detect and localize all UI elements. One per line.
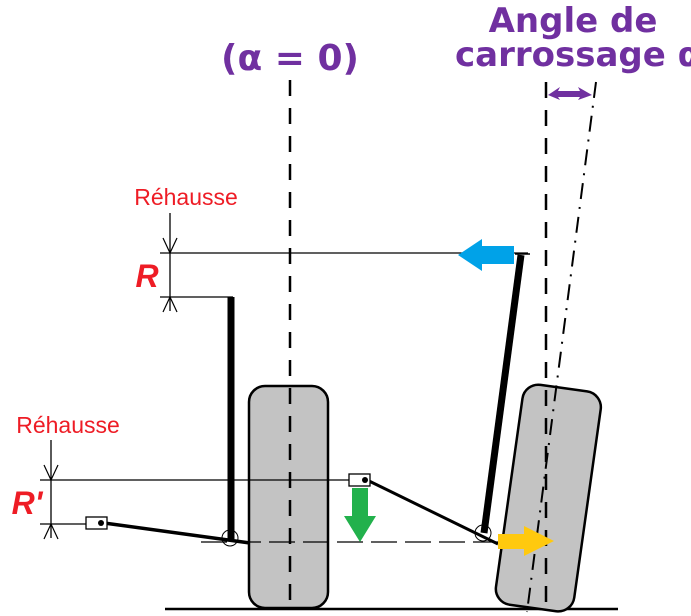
title-camber-line2: carrossage α <box>455 35 691 75</box>
r-prime-label: R' <box>12 485 44 521</box>
green-arrow-icon <box>344 488 376 542</box>
r-label: R <box>135 258 158 294</box>
right-ball-joint <box>474 524 492 542</box>
r-prime-bottom-arrow-icon <box>43 522 59 540</box>
title-camber-line1: Angle de <box>489 1 658 41</box>
r-top-arrow-icon <box>162 237 178 255</box>
left-lower-arm <box>103 521 251 545</box>
title-alpha-zero: (α = 0) <box>221 38 359 79</box>
yellow-arrow-icon <box>498 526 554 556</box>
right-lower-arm <box>366 478 499 546</box>
right-strut <box>480 254 525 534</box>
right-tire <box>494 383 603 613</box>
r-prime-top-arrow-icon <box>43 464 59 482</box>
r-bottom-arrow-icon <box>162 295 178 313</box>
right-arm-pivot-box <box>348 473 371 487</box>
double-arrow-icon <box>548 87 592 100</box>
left-arm-pivot-dot <box>98 520 104 526</box>
camber-angle-indicator <box>548 87 592 100</box>
blue-arrow-icon <box>458 239 514 271</box>
rehausse-label-top: Réhausse <box>134 184 238 210</box>
left-tire <box>247 384 330 610</box>
left-ball-joint <box>221 529 239 547</box>
right-arm-pivot-dot <box>362 477 368 483</box>
left-arm-pivot-box <box>85 516 108 530</box>
rehausse-label-bottom: Réhausse <box>16 412 120 438</box>
camber-axis <box>526 81 597 613</box>
